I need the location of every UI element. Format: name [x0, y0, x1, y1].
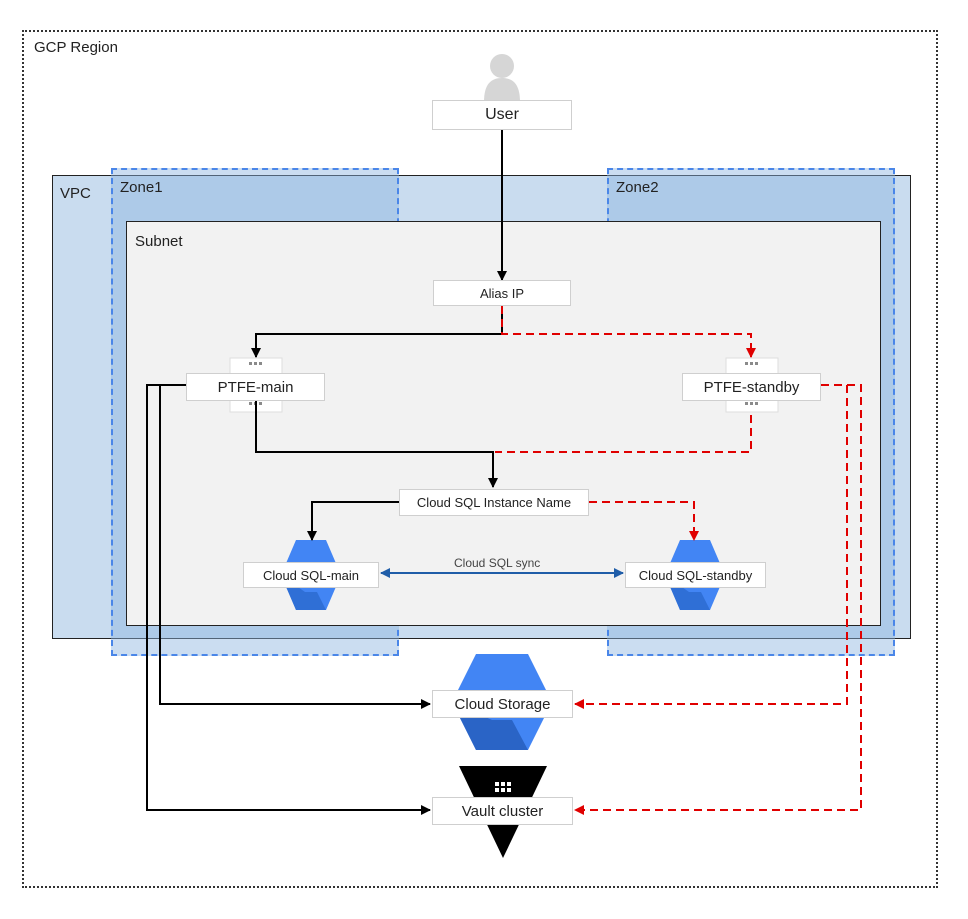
user-node: User: [432, 100, 572, 130]
alias-ip-node: Alias IP: [433, 280, 571, 306]
user-icon: [484, 54, 520, 102]
subnet-container: [126, 221, 881, 626]
edge-sql-name-to-sql-main: [307, 501, 399, 541]
cloud-storage-node: Cloud Storage: [432, 690, 573, 718]
edge-ptfe-main-to-sql-name: [255, 401, 498, 488]
zone2-label: Zone2: [616, 179, 659, 196]
edge-alias-ip-to-ptfe-standby: [501, 306, 756, 358]
edge-ptfe-main-to-vault: [146, 384, 431, 815]
edge-sql-name-to-sql-standby: [589, 501, 699, 541]
edge-ptfe-standby-to-sql-name: [495, 415, 752, 453]
cloud-sql-sync-label: Cloud SQL sync: [454, 556, 541, 570]
ptfe-standby-node: PTFE-standby: [682, 373, 821, 401]
edge-ptfe-main-to-storage: [159, 384, 431, 709]
edge-ptfe-standby-to-vault: [574, 384, 862, 815]
ptfe-main-node: PTFE-main: [186, 373, 325, 401]
vpc-label: VPC: [60, 185, 91, 202]
cloud-sql-main-node: Cloud SQL-main: [243, 562, 379, 588]
edge-ptfe-standby-to-storage: [574, 384, 848, 709]
cloud-sql-instance-name-node: Cloud SQL Instance Name: [399, 489, 589, 516]
subnet-label: Subnet: [135, 233, 183, 250]
gcp-region-label: GCP Region: [34, 39, 118, 56]
vault-cluster-node: Vault cluster: [432, 797, 573, 825]
cloud-sql-standby-node: Cloud SQL-standby: [625, 562, 766, 588]
edge-alias-ip-to-ptfe-main: [251, 306, 503, 358]
gcp-region-boundary: [22, 30, 938, 888]
zone1-label: Zone1: [120, 179, 163, 196]
